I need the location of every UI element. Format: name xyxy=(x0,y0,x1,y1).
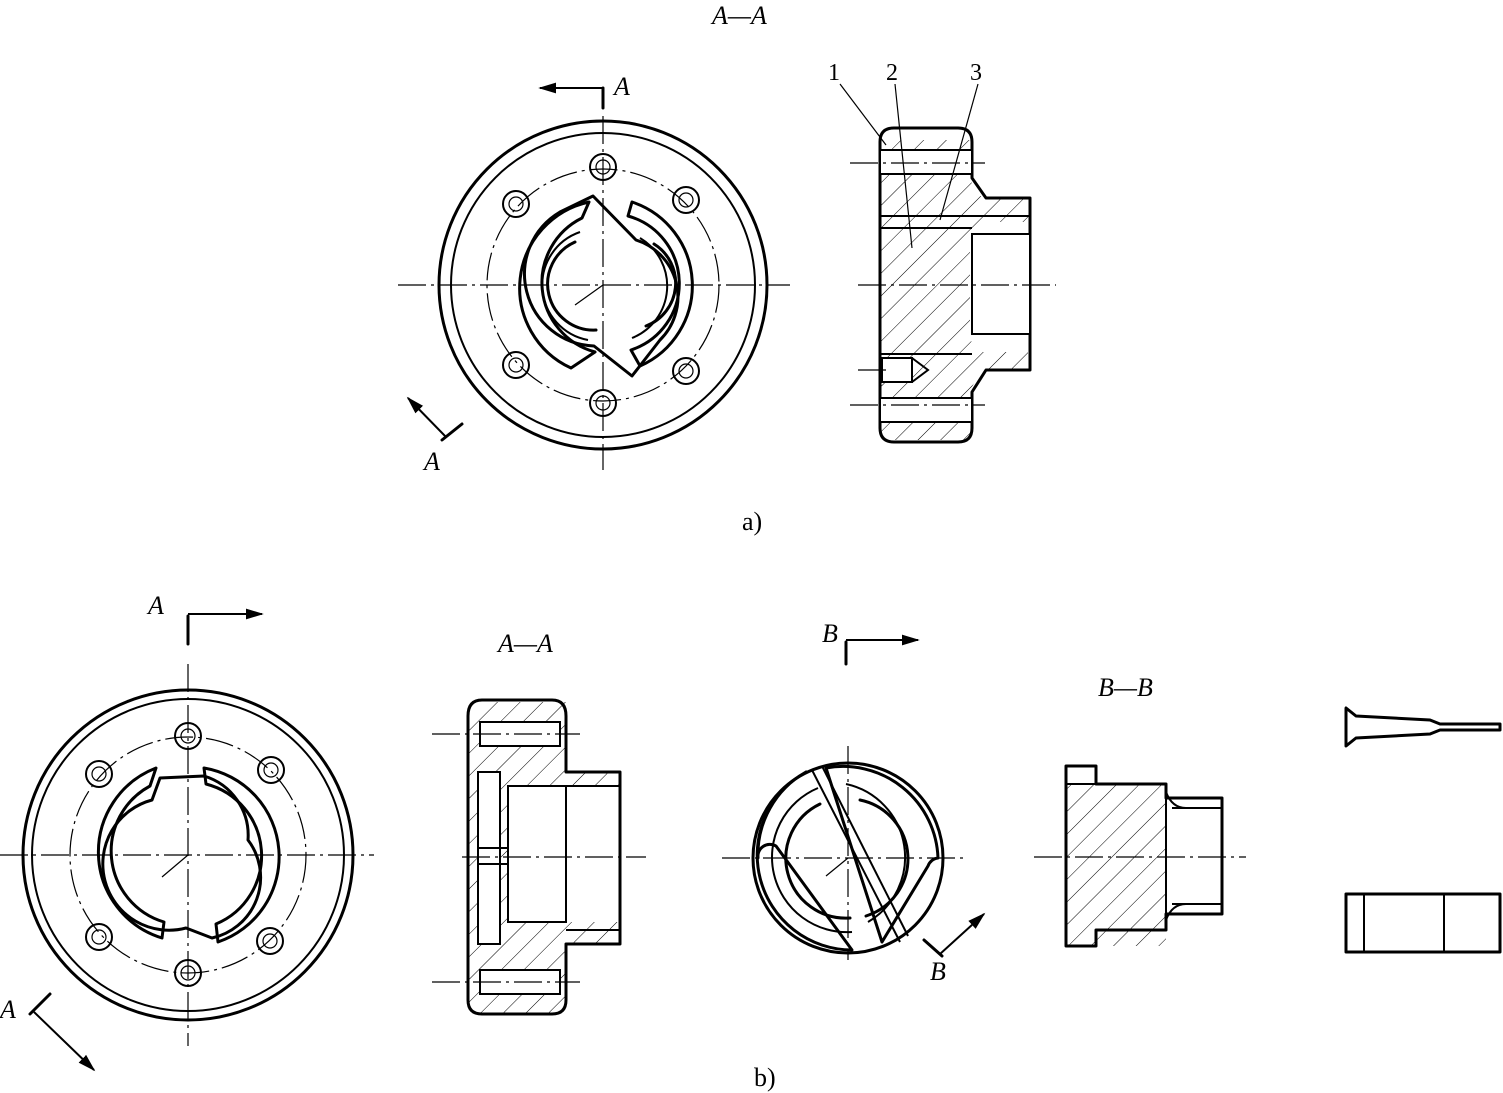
block-view xyxy=(1344,892,1502,954)
section-view-a: 1 2 3 xyxy=(828,60,1056,444)
front-view-b xyxy=(0,664,374,1046)
cutting-plane-a-bottom: A xyxy=(406,396,464,476)
screw-hole xyxy=(589,153,617,181)
figure-b: A A A—A xyxy=(0,591,1502,1092)
cut-label-a-bottom: A xyxy=(422,447,440,476)
part-number-3: 3 xyxy=(970,60,982,86)
section-view-b-b: B—B xyxy=(1034,673,1246,948)
cutting-plane-b-a-bottom: A xyxy=(0,992,96,1072)
front-view-a xyxy=(398,116,790,470)
screw-hole xyxy=(257,756,285,784)
cut-label-a-top: A xyxy=(612,72,630,101)
screw-hole xyxy=(672,357,700,385)
screw-hole xyxy=(174,959,202,987)
section-title-b-b: B—B xyxy=(1098,673,1153,702)
cut-label-b-a-top: A xyxy=(146,591,164,620)
screw-hole xyxy=(672,186,700,214)
cut-label-b-a-bottom: A xyxy=(0,995,16,1024)
figure-a: A—A A A xyxy=(398,1,1056,536)
screw-hole xyxy=(85,923,113,951)
caption-a: a) xyxy=(742,507,762,536)
screw-hole xyxy=(256,927,284,955)
cutting-plane-b-a-top: A xyxy=(146,591,264,646)
cutting-plane-a-top: A xyxy=(538,72,630,110)
cut-label-b-b-bottom: B xyxy=(930,957,946,986)
section-title-b-a: A—A xyxy=(496,629,553,658)
pin-view xyxy=(1344,706,1502,748)
screw-hole xyxy=(502,190,530,218)
section-view-b-a: A—A xyxy=(432,629,646,1016)
caption-b: b) xyxy=(754,1063,776,1092)
screw-hole xyxy=(174,722,202,750)
screw-hole xyxy=(85,760,113,788)
screw-hole xyxy=(502,351,530,379)
part-number-2: 2 xyxy=(886,60,898,86)
cut-label-b-b-top: B xyxy=(822,619,838,648)
collet-view: B B xyxy=(722,619,986,986)
part-number-1: 1 xyxy=(828,60,840,86)
section-title-a: A—A xyxy=(710,1,767,30)
screw-hole xyxy=(589,389,617,417)
